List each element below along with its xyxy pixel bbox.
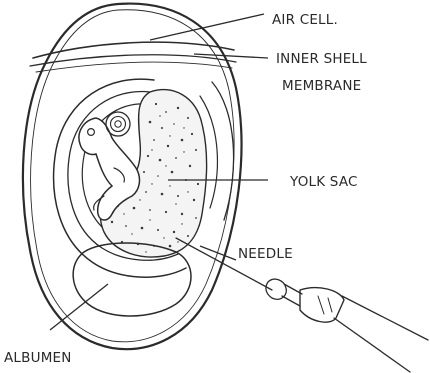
syringe-barrel-tail — [334, 296, 428, 372]
leader-air-cell — [150, 14, 264, 40]
amnion-right — [212, 82, 234, 220]
label-inner-shell-line1: INNER SHELL — [276, 51, 367, 67]
syringe-barrel — [300, 288, 344, 323]
inner-shell-membrane-2 — [36, 62, 232, 72]
label-inner-shell-line2: MEMBRANE — [282, 78, 361, 94]
label-yolk-sac: YOLK SAC — [289, 174, 358, 190]
leader-needle — [200, 246, 236, 260]
needle-syringe — [176, 238, 428, 372]
syringe-plunger — [318, 296, 332, 314]
leader-albumen — [50, 284, 108, 330]
vesicle — [106, 112, 130, 136]
label-needle: NEEDLE — [238, 246, 293, 262]
label-albumen: ALBUMEN — [4, 350, 72, 366]
label-air-cell: AIR CELL. — [272, 12, 338, 28]
